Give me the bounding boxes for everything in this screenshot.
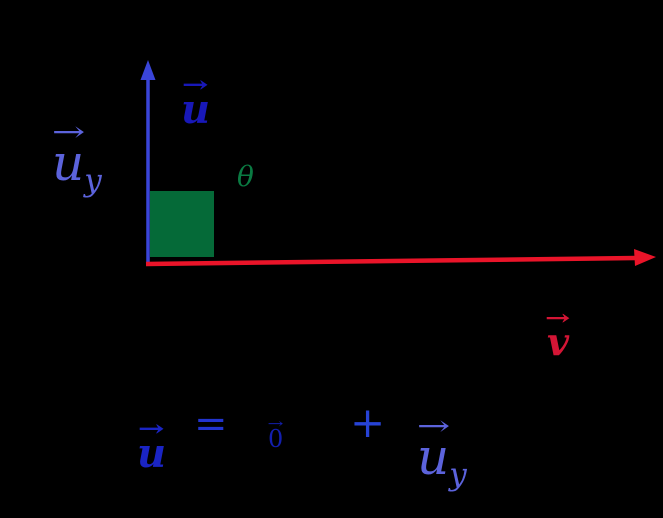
vector-uy-symbol: → u y bbox=[416, 410, 466, 490]
equation-plus-sign: + bbox=[350, 398, 386, 447]
label-theta: θ bbox=[237, 160, 254, 193]
equation-zero-vector: → 0 bbox=[267, 405, 284, 453]
label-u: → u bbox=[181, 54, 211, 134]
vector-arrow-glyph: → bbox=[267, 417, 284, 432]
vector-letter: u bbox=[137, 430, 167, 478]
vector-v-symbol: → v bbox=[545, 305, 571, 364]
vector-u-symbol: → u bbox=[181, 72, 211, 134]
vector-arrow-glyph: → bbox=[182, 72, 209, 98]
vector-subscript: y bbox=[84, 162, 102, 199]
right-angle-marker bbox=[150, 191, 214, 257]
vector-letter: v bbox=[547, 318, 570, 364]
equation-lhs-u: → u bbox=[137, 398, 167, 478]
label-uy: → u y bbox=[51, 94, 101, 196]
vector-letter: 0 bbox=[268, 424, 284, 453]
label-v: → v bbox=[545, 288, 571, 364]
vector-arrow-glyph: → bbox=[545, 305, 571, 330]
vector-letter: u bbox=[417, 427, 450, 486]
vector-arrow-glyph: → bbox=[416, 410, 450, 442]
vector-letter: u bbox=[181, 86, 211, 134]
vector-u-arrowhead bbox=[140, 60, 156, 80]
vector-letter: u bbox=[52, 133, 85, 192]
vector-v-line bbox=[145, 255, 639, 267]
vector-subscript: y bbox=[449, 456, 467, 493]
equation-rhs-uy: → u y bbox=[416, 388, 466, 490]
vector-v-arrowhead bbox=[634, 249, 656, 266]
vector-arrow-glyph: → bbox=[51, 116, 85, 148]
equation-equals-sign: = bbox=[194, 401, 228, 447]
vector-zero-symbol: → 0 bbox=[267, 417, 284, 453]
vector-arrow-glyph: → bbox=[138, 416, 165, 442]
vector-u-symbol: → u bbox=[137, 416, 167, 478]
vector-uy-symbol: → u y bbox=[51, 116, 101, 196]
